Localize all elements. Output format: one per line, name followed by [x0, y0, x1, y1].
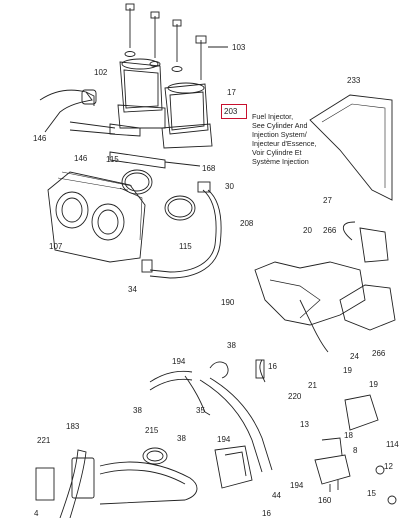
- callout-220: 220: [288, 392, 302, 401]
- throttle-body: [47, 171, 146, 263]
- wire-183: [59, 449, 87, 518]
- callout-168: 168: [202, 164, 216, 173]
- callout-233: 233: [347, 76, 361, 85]
- note-line-6: Système Injection: [252, 157, 309, 166]
- callout-203: 203: [224, 107, 238, 116]
- clamp-115b: [164, 195, 196, 221]
- hose-194: [149, 370, 193, 391]
- plug-wire: [39, 89, 93, 133]
- callout-15: 15: [367, 489, 376, 498]
- ignition-coil-2: [161, 82, 213, 149]
- callout-21: 21: [308, 381, 317, 390]
- note-line-2: See Cylinder And: [252, 121, 308, 130]
- callout-30: 30: [225, 182, 234, 191]
- callout-266b: 266: [372, 349, 386, 358]
- callout-27: 27: [323, 196, 332, 205]
- callout-146a: 146: [33, 134, 47, 143]
- callout-115b: 115: [179, 242, 192, 251]
- callout-266a: 266: [323, 226, 337, 235]
- cover-panel: [309, 94, 393, 201]
- highlight-box-203[interactable]: 203: [221, 104, 247, 119]
- callout-20: 20: [303, 226, 312, 235]
- callout-102: 102: [94, 68, 108, 77]
- callout-18: 18: [344, 431, 353, 440]
- callout-146b: 146: [74, 154, 88, 163]
- callout-19b: 19: [369, 380, 378, 389]
- callout-215: 215: [145, 426, 159, 435]
- callout-221: 221: [37, 436, 51, 445]
- callout-115a: 115: [106, 155, 119, 164]
- callout-194c: 194: [290, 481, 304, 490]
- callout-13: 13: [300, 420, 309, 429]
- note-line-1: Fuel Injector,: [252, 112, 294, 121]
- clamp-115a: [121, 169, 153, 195]
- callout-114: 114: [386, 440, 399, 449]
- callout-107: 107: [49, 242, 63, 251]
- callout-16b: 16: [262, 509, 271, 518]
- hose-208: [149, 189, 217, 273]
- harness-assembly: [254, 221, 396, 353]
- callout-160: 160: [318, 496, 332, 505]
- callout-38b: 38: [133, 406, 142, 415]
- callout-38c: 38: [177, 434, 186, 443]
- callout-44: 44: [272, 491, 281, 500]
- callout-8: 8: [353, 446, 358, 455]
- hose-220: [199, 377, 273, 473]
- callout-208: 208: [240, 219, 254, 228]
- callout-16: 16: [268, 362, 277, 371]
- callout-190: 190: [221, 298, 235, 307]
- callout-12: 12: [384, 462, 393, 471]
- bolt-group: [124, 3, 228, 80]
- callout-19a: 19: [343, 366, 352, 375]
- callout-34: 34: [128, 285, 137, 294]
- callout-17: 17: [227, 88, 236, 97]
- callout-194b: 194: [217, 435, 231, 444]
- note-line-3: Injection System/: [252, 130, 307, 139]
- fuel-injector-note: Fuel Injector, See Cylinder And Injectio…: [252, 112, 317, 166]
- callout-35: 35: [196, 406, 205, 415]
- callout-103: 103: [232, 43, 246, 52]
- note-line-5: Voir Cylindre Et: [252, 148, 302, 157]
- callout-4: 4: [34, 509, 39, 518]
- callout-183: 183: [66, 422, 80, 431]
- callout-194a: 194: [172, 357, 186, 366]
- note-line-4: Injecteur d'Essence,: [252, 139, 317, 148]
- ignition-coil-1: [117, 58, 166, 129]
- callout-24: 24: [350, 352, 359, 361]
- callout-38a: 38: [227, 341, 236, 350]
